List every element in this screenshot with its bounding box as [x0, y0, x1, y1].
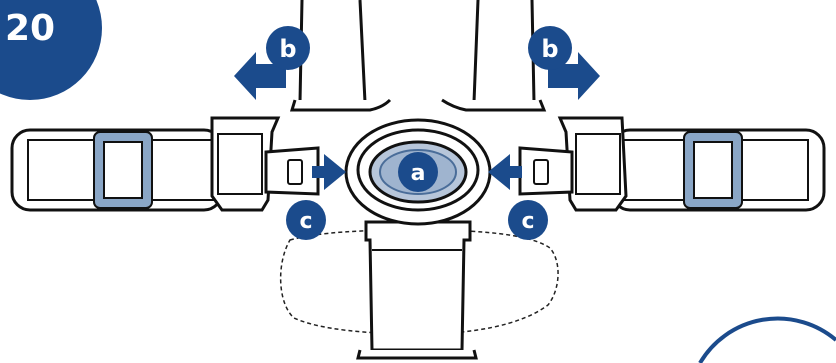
step-badge: 20 [0, 0, 102, 100]
shoulder-strap-left [289, 0, 392, 112]
right-waist-belt [610, 128, 826, 212]
step-number: 20 [5, 8, 55, 49]
label-b-right: b [528, 26, 572, 70]
svg-text:c: c [299, 209, 312, 234]
svg-text:a: a [411, 161, 426, 186]
step-badge-circle [0, 0, 102, 100]
label-c-right: c [508, 200, 548, 240]
arrow-right-c [488, 154, 522, 190]
label-c-left: c [286, 200, 326, 240]
label-a: a [398, 152, 438, 192]
crotch-strap [356, 220, 478, 360]
corner-arc [698, 316, 836, 363]
left-buckle-tongue [210, 116, 320, 212]
shoulder-strap-right [441, 0, 547, 112]
svg-text:c: c [521, 209, 534, 234]
svg-text:b: b [279, 35, 296, 63]
crotch-pad-outline [280, 229, 559, 335]
svg-text:b: b [541, 35, 558, 63]
left-waist-belt [10, 128, 224, 212]
right-buckle-tongue [518, 116, 628, 212]
arrow-left-c [312, 154, 346, 190]
label-b-left: b [266, 26, 310, 70]
